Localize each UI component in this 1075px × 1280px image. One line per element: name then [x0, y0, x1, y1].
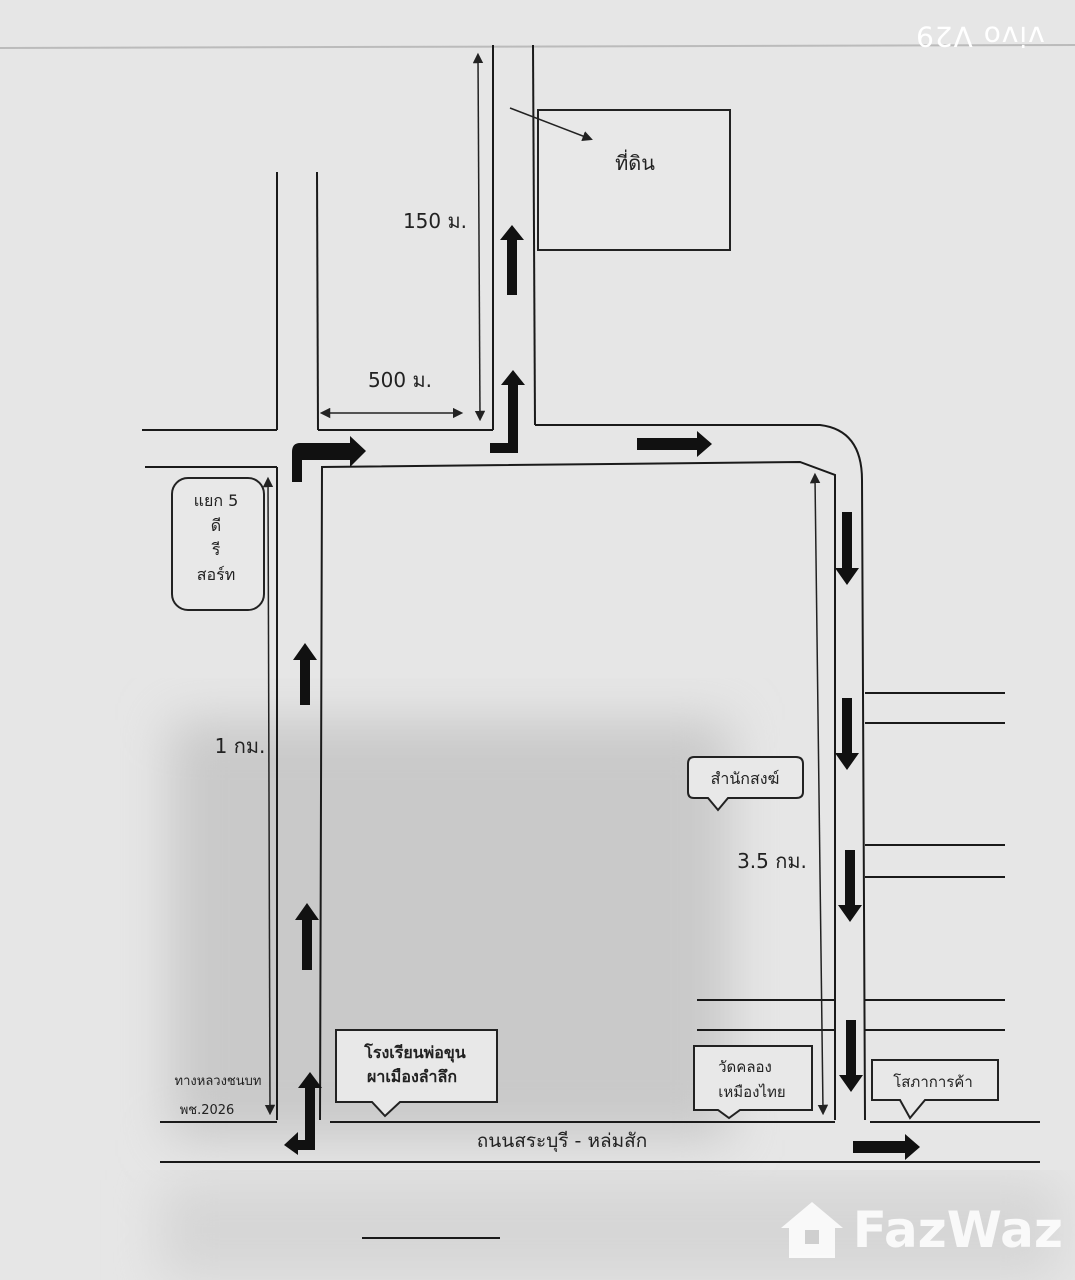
rural-road-line: พช.2026: [180, 1103, 235, 1118]
rural-road-label: ทางหลวงชนบท พช.2026: [175, 1074, 262, 1118]
arrow-down-icon: [835, 698, 859, 770]
junction-callout: แยก 5 ดี รี สอร์ท: [171, 477, 265, 611]
land-plot: ที่ดิน: [509, 107, 731, 251]
junction-line: แยก 5: [194, 491, 239, 510]
temple-line: วัดคลอง: [718, 1058, 772, 1076]
dimensions: 150 ม. 500 ม. 1 กม. 3.5 กม.: [215, 52, 829, 1116]
arrow-up-icon: [500, 225, 524, 295]
camera-watermark: vivo V29: [915, 20, 1045, 53]
shop-callout: โสภาการค้า: [871, 1059, 999, 1120]
arrow-turn-left-icon: [284, 1072, 322, 1155]
arrow-down-icon: [838, 850, 862, 922]
junction-line: ดี: [211, 516, 221, 535]
school-callout: โรงเรียนพ่อขุน ผาเมืองลำลึก: [335, 1029, 498, 1118]
school-line: โรงเรียนพ่อขุน: [363, 1042, 465, 1063]
monastery-callout: สำนักสงฆ์: [687, 756, 804, 812]
house-logo-icon: [780, 1202, 843, 1258]
arrow-down-icon: [839, 1020, 863, 1092]
land-label: ที่ดิน: [615, 149, 655, 175]
school-line: ผาเมืองลำลึก: [367, 1067, 457, 1086]
arrow-right-icon: [637, 431, 712, 457]
rural-road-line: ทางหลวงชนบท: [175, 1074, 262, 1089]
shadow: [160, 1180, 1060, 1280]
arrow-up-icon: [293, 643, 317, 705]
monastery-label: สำนักสงฆ์: [711, 769, 780, 788]
arrow-turn-up-icon: [490, 370, 525, 453]
main-road-label: ถนนสระบุรี - หล่มสัก: [477, 1130, 647, 1153]
brand-name: FazWaz: [852, 1201, 1063, 1259]
dist-500-label: 500 ม.: [368, 368, 432, 392]
junction-line: สอร์ท: [197, 565, 236, 584]
arrow-right-icon: [853, 1134, 920, 1160]
shop-label: โสภาการค้า: [893, 1073, 973, 1091]
arrow-turn-right-icon: [292, 436, 366, 482]
arrow-down-icon: [835, 512, 859, 585]
route-arrows: [284, 225, 920, 1160]
fazwaz-logo: FazWaz: [779, 1200, 1063, 1260]
dist-1km-label: 1 กม.: [215, 734, 266, 758]
dist-150-label: 150 ม.: [403, 209, 467, 233]
junction-line: รี: [211, 540, 220, 559]
dist-3-5km-label: 3.5 กม.: [737, 849, 807, 873]
temple-callout: วัดคลอง เหมืองไทย: [693, 1045, 813, 1120]
temple-line: เหมืองไทย: [718, 1083, 785, 1101]
arrow-up-icon: [295, 903, 319, 970]
